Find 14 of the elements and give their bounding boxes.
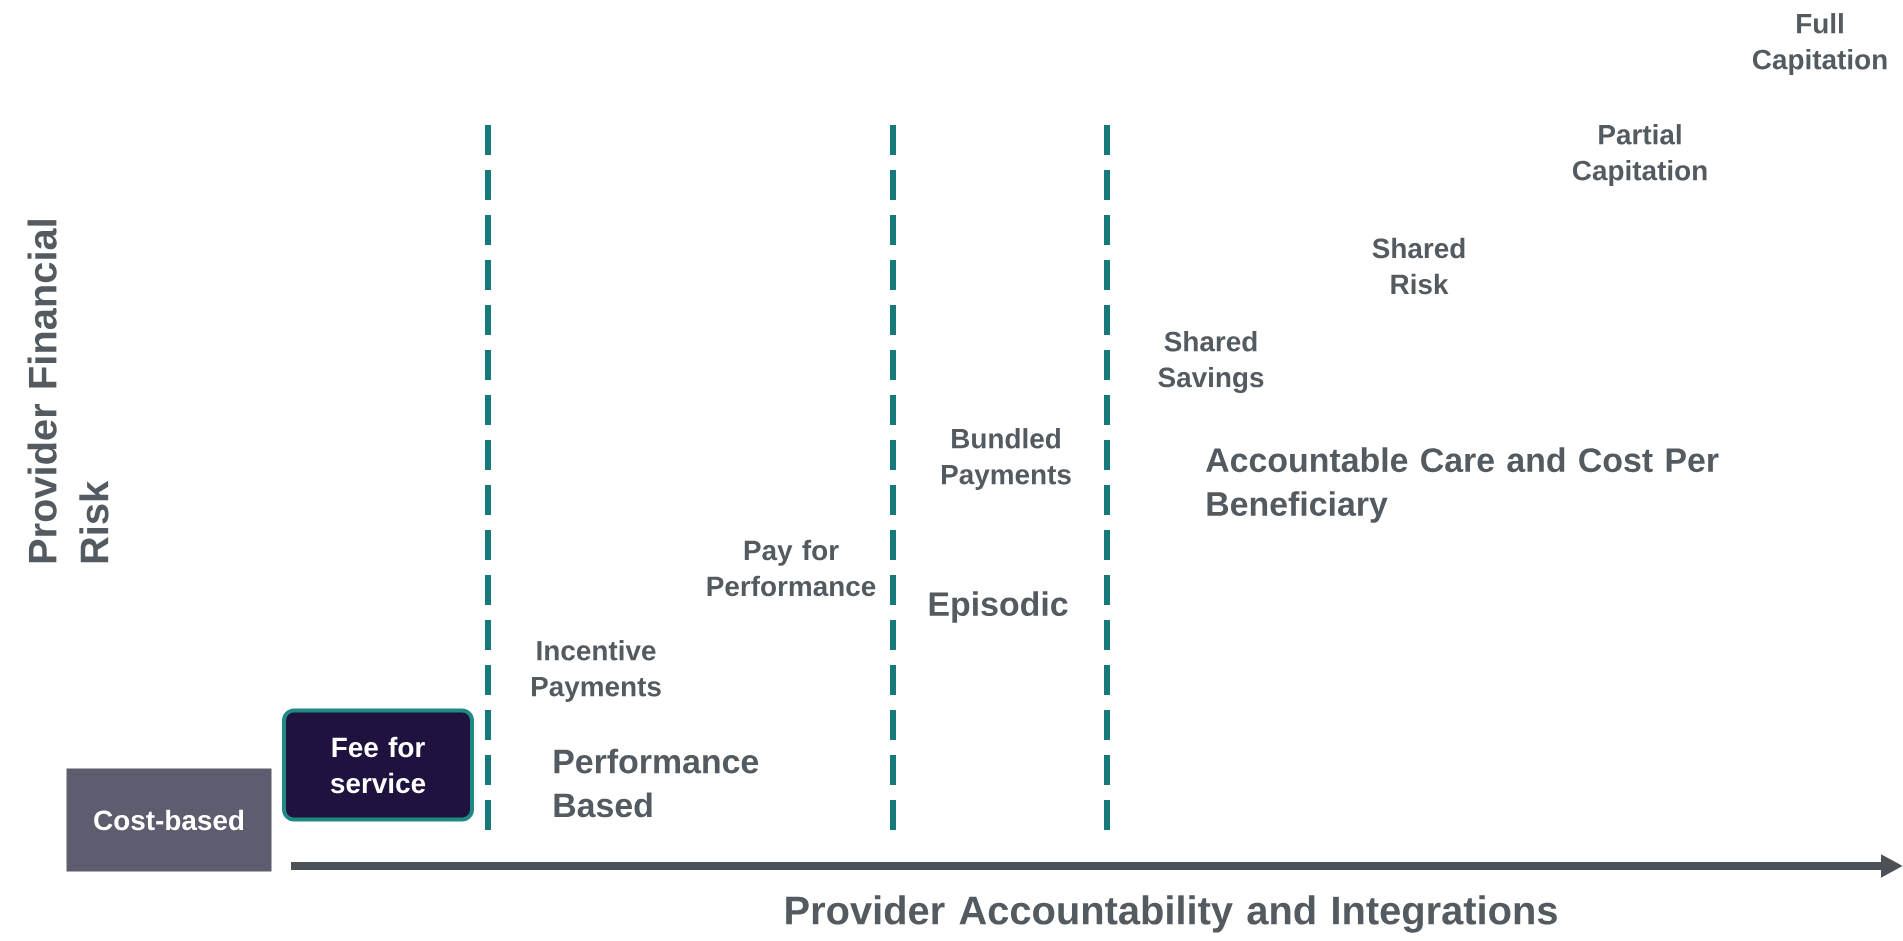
model-label: Shared Savings: [1158, 331, 1264, 393]
model-label: Partial Capitation: [1572, 124, 1707, 186]
category-label: Episodic: [929, 591, 1068, 623]
model-label: Bundled Payments: [941, 428, 1071, 490]
category-label: Accountable Care and Cost Per Beneficiary: [1206, 447, 1719, 523]
category-label: Performance Based: [554, 748, 759, 818]
axis-title: Provider Financial Risk: [27, 220, 109, 563]
model-label: Full Capitation: [1752, 13, 1887, 75]
model-label: Pay for Performance: [707, 539, 876, 597]
axis-title: Provider Accountability and Integrations: [786, 895, 1557, 933]
model-label: Shared Risk: [1372, 237, 1465, 295]
fee-box: Fee for service: [282, 708, 474, 822]
cost-box: Cost-based: [66, 768, 272, 872]
model-label: Incentive Payments: [531, 640, 661, 702]
